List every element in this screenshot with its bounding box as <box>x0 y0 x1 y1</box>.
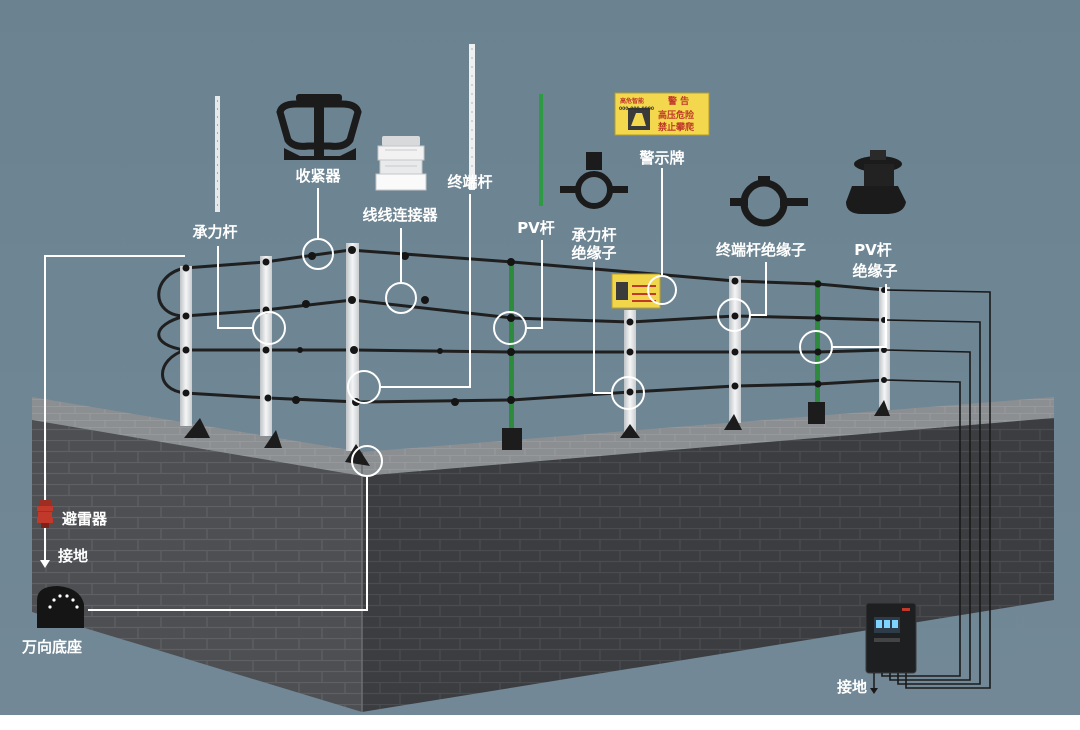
universal-base-icon <box>37 586 84 628</box>
label-pv-pole: PV杆 <box>517 219 555 237</box>
lightning-arrester-icon <box>37 500 53 528</box>
terminal-pole-insulator-icon <box>730 176 808 227</box>
fence-wires <box>157 248 886 404</box>
pole <box>260 256 272 436</box>
sign-warning: 警 告 <box>668 95 689 107</box>
label-lightning-arrester: 避雷器 <box>62 510 108 528</box>
pole <box>180 266 192 426</box>
label-terminal-pole-insulator: 终端杆绝缘子 <box>716 241 806 259</box>
wall <box>32 397 1054 712</box>
label-load-pole-insulator-1: 承力杆 <box>571 226 616 244</box>
label-wire-connector: 线线连接器 <box>362 206 438 224</box>
label-pv-pole-insulator-2: 绝缘子 <box>852 262 897 280</box>
label-load-pole: 承力杆 <box>192 223 237 241</box>
sign-line-high-voltage: 高压危险 <box>658 109 695 121</box>
label-load-pole-insulator-2: 绝缘子 <box>571 244 616 262</box>
insulators <box>182 246 887 406</box>
label-warning-sign: 警示牌 <box>638 149 684 167</box>
controller-cables <box>881 289 991 689</box>
tightener-icon <box>276 94 362 160</box>
pv-pole-insulator-icon <box>846 150 906 214</box>
label-universal-base: 万向底座 <box>21 638 82 656</box>
controller-icon <box>865 602 917 674</box>
sign-brand: 高危智能 <box>620 97 644 105</box>
wall-front-left <box>32 420 362 712</box>
label-tightener: 收紧器 <box>295 167 341 185</box>
sign-line-no-climb: 禁止攀爬 <box>658 121 695 133</box>
pv-pole-icon <box>539 94 543 206</box>
fence-warning-sign <box>611 273 661 309</box>
wall-top-right <box>362 397 1054 476</box>
label-ground-left: 接地 <box>58 547 88 565</box>
sign-phone: 000-000-0000 <box>619 106 654 112</box>
terminal-pole-icon <box>469 44 475 190</box>
warning-sign-icon: 高危智能 警 告 000-000-0000 高压危险 禁止攀爬 <box>614 92 710 136</box>
wire-connector-icon <box>375 136 427 191</box>
pv-pole <box>509 260 514 435</box>
wall-front-right <box>362 418 1054 712</box>
label-ground-right: 接地 <box>837 678 867 696</box>
load-pole-icon <box>215 96 220 212</box>
load-pole-insulator-icon <box>560 152 628 209</box>
label-terminal-pole: 终端杆 <box>447 173 492 191</box>
label-pv-pole-insulator-1: PV杆 <box>854 241 892 259</box>
callouts <box>44 168 887 611</box>
pv-pole <box>815 280 820 415</box>
pole <box>624 310 636 435</box>
